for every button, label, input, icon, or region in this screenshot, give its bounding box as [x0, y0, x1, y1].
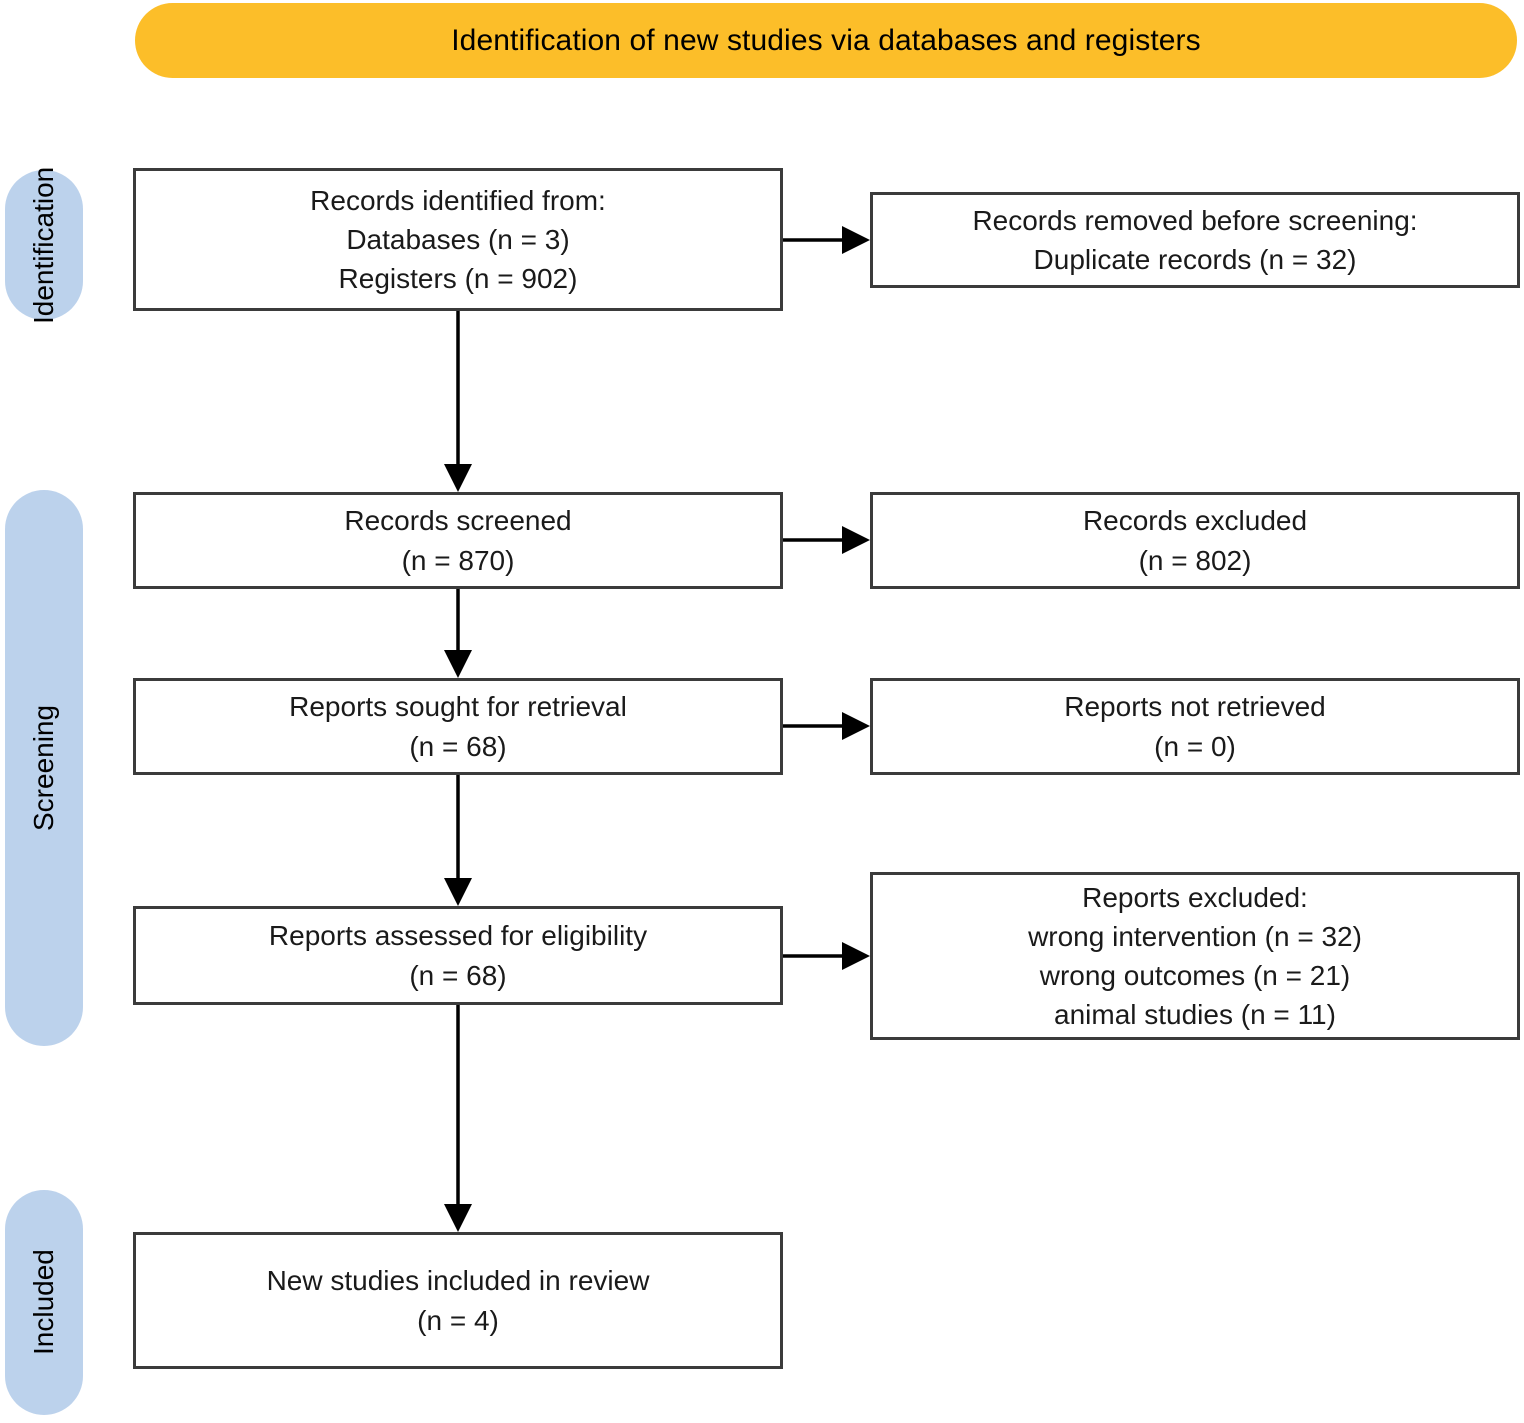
node-reports-assessed-for-eligibility: Reports assessed for eligibility (n = 68…	[133, 906, 783, 1005]
arrow-screened-to-excluded	[783, 526, 870, 554]
node-reports-sought-for-retrieval: Reports sought for retrieval (n = 68)	[133, 678, 783, 775]
node-new-studies-included: New studies included in review (n = 4)	[133, 1232, 783, 1369]
arrow-identified-to-screened	[444, 311, 472, 492]
node-records-identified-text: Records identified from: Databases (n = …	[310, 184, 606, 295]
node-reports-excluded-text: Reports excluded: wrong intervention (n …	[1028, 881, 1362, 1031]
node-records-removed-text: Records removed before screening: Duplic…	[972, 204, 1418, 275]
arrow-screened-to-sought	[444, 589, 472, 678]
node-reports-sought-text: Reports sought for retrieval (n = 68)	[289, 691, 627, 762]
node-records-removed-before-screening: Records removed before screening: Duplic…	[870, 192, 1520, 288]
stage-pill-identification: Identification	[5, 166, 83, 324]
diagram-title: Identification of new studies via databa…	[451, 24, 1201, 57]
node-records-screened: Records screened (n = 870)	[133, 492, 783, 589]
diagram-header-banner: Identification of new studies via databa…	[135, 3, 1517, 78]
stage-pill-included: Included	[5, 1190, 83, 1415]
node-reports-assessed-text: Reports assessed for eligibility (n = 68…	[268, 920, 648, 991]
arrow-identified-to-removed	[783, 226, 870, 254]
arrow-sought-to-not-retrieved	[783, 712, 870, 740]
node-records-excluded: Records excluded (n = 802)	[870, 492, 1520, 589]
node-records-screened-text: Records screened (n = 870)	[344, 505, 572, 576]
node-new-studies-included-text: New studies included in review (n = 4)	[266, 1265, 650, 1336]
node-records-excluded-text: Records excluded (n = 802)	[1082, 505, 1308, 576]
arrow-assessed-to-included	[444, 1005, 472, 1232]
arrow-assessed-to-reports-excluded	[783, 942, 870, 970]
node-reports-not-retrieved-text: Reports not retrieved (n = 0)	[1064, 691, 1326, 762]
node-records-identified: Records identified from: Databases (n = …	[133, 168, 783, 311]
node-reports-not-retrieved: Reports not retrieved (n = 0)	[870, 678, 1520, 775]
arrow-sought-to-assessed	[444, 775, 472, 906]
node-reports-excluded: Reports excluded: wrong intervention (n …	[870, 872, 1520, 1040]
stage-pill-screening: Screening	[5, 490, 83, 1046]
